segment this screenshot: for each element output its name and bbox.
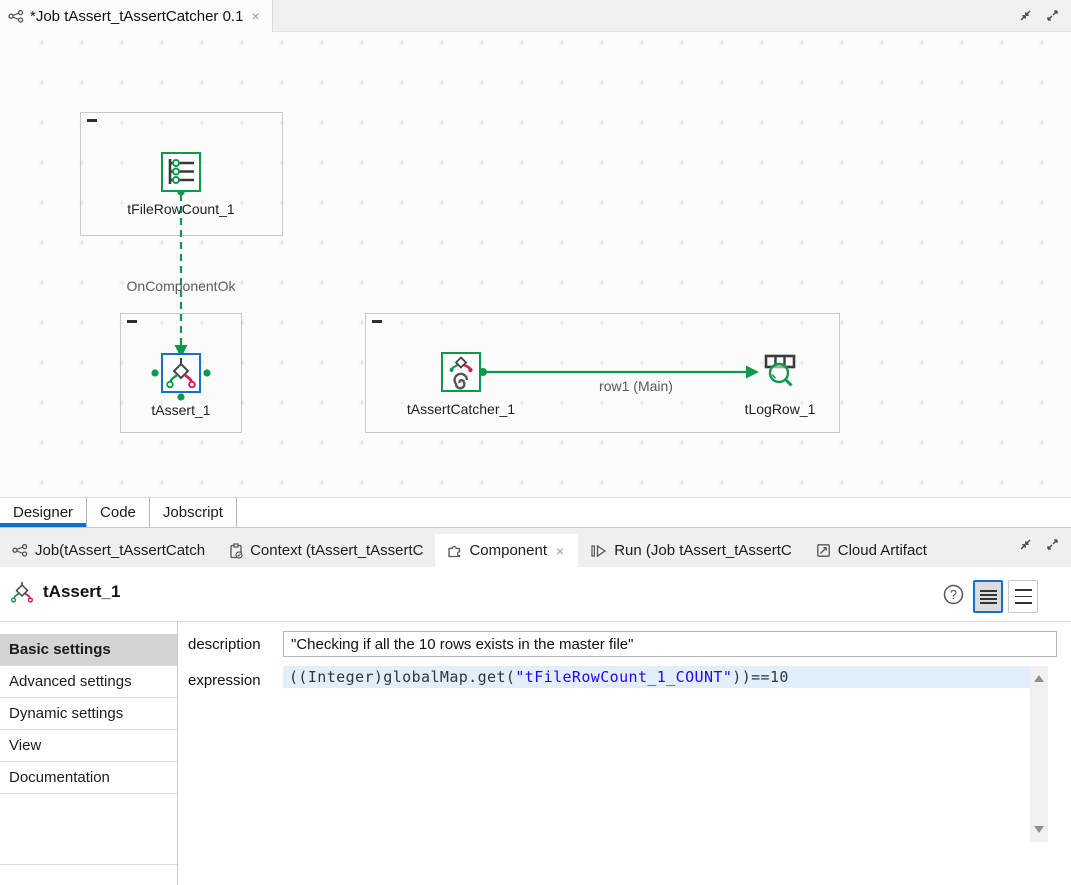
tassert-icon <box>161 353 201 393</box>
sidebar-item-advanced-settings[interactable]: Advanced settings <box>0 666 177 698</box>
scroll-down-icon[interactable] <box>1034 826 1044 833</box>
editor-tabbar: *Job tAssert_tAssertCatcher 0.1 × <box>0 0 1071 32</box>
expression-scrollbar[interactable] <box>1030 666 1048 842</box>
settings-fields: description expression ((Integer)globalM… <box>178 622 1071 885</box>
component-panel-title: tAssert_1 <box>43 582 121 601</box>
tab-close-icon[interactable]: × <box>556 542 565 559</box>
sidebar-item-documentation[interactable]: Documentation <box>0 762 177 794</box>
expression-code-line[interactable]: ((Integer)globalMap.get("tFileRowCount_1… <box>283 666 1030 688</box>
sidebar-item-view[interactable]: View <box>0 730 177 762</box>
layout-horizontal-button[interactable] <box>1008 580 1038 613</box>
component-label: tFileRowCount_1 <box>127 201 235 217</box>
tab-label: Component <box>469 542 548 559</box>
subjob-collapse-icon[interactable] <box>127 320 137 323</box>
component-icon <box>448 545 461 558</box>
job-icon <box>12 544 28 557</box>
component-tlogrow[interactable]: tLogRow_1 <box>695 352 865 417</box>
expression-label: expression <box>188 672 261 689</box>
maximize-icon[interactable] <box>1046 538 1059 551</box>
sidebar-item-dynamic-settings[interactable]: Dynamic settings <box>0 698 177 730</box>
settings-sidebar: Basic settings Advanced settings Dynamic… <box>0 622 178 885</box>
tab-code[interactable]: Code <box>87 498 150 527</box>
component-panel-header: tAssert_1 ? <box>0 567 1071 622</box>
connection-label-row1[interactable]: row1 (Main) <box>599 378 673 394</box>
editor-tab-close-icon[interactable]: × <box>251 8 260 24</box>
maximize-icon[interactable] <box>1046 9 1059 22</box>
component-label: tAssertCatcher_1 <box>406 401 516 417</box>
tab-cloud-artifact-view[interactable]: Cloud Artifact <box>804 534 939 567</box>
layout-vertical-button[interactable] <box>973 580 1003 613</box>
component-tassert[interactable]: tAssert_1 <box>96 353 266 418</box>
description-input[interactable] <box>283 631 1057 657</box>
component-label: tAssert_1 <box>151 402 211 418</box>
description-label: description <box>188 636 261 653</box>
tassertcatcher-icon <box>441 352 481 392</box>
cloud-artifact-icon <box>816 544 830 557</box>
subjob-collapse-icon[interactable] <box>87 119 97 122</box>
restore-icon[interactable] <box>1019 9 1032 22</box>
tab-component-view[interactable]: Component × <box>435 534 579 567</box>
job-icon <box>8 9 24 23</box>
sidebar-spacer <box>0 794 177 865</box>
expression-editor[interactable]: ((Integer)globalMap.get("tFileRowCount_1… <box>283 666 1030 840</box>
tab-label: Context (tAssert_tAssertC <box>250 542 424 559</box>
expression-code-string: "tFileRowCount_1_COUNT" <box>515 668 733 686</box>
component-label: tLogRow_1 <box>744 401 816 417</box>
tab-context-view[interactable]: Context (tAssert_tAssertC <box>217 534 435 567</box>
svg-text:?: ? <box>950 588 957 602</box>
tfilerowcount-icon <box>161 152 201 192</box>
tab-label: Job(tAssert_tAssertCatch <box>35 542 206 559</box>
tab-label: Run (Job tAssert_tAssertC <box>614 542 792 559</box>
tab-run-view[interactable]: Run (Job tAssert_tAssertC <box>578 534 804 567</box>
designer-tabbar: Designer Code Jobscript <box>0 497 1071 528</box>
job-design-canvas[interactable]: ++++++++++++++++++++++++++++++++++++++++… <box>0 32 1071 497</box>
expression-code-prefix: ((Integer)globalMap.get( <box>289 668 516 686</box>
subjob-collapse-icon[interactable] <box>372 320 382 323</box>
view-tabbar: Job(tAssert_tAssertCatch Context (tAsser… <box>0 528 1071 567</box>
component-settings-body: Basic settings Advanced settings Dynamic… <box>0 622 1071 885</box>
tlogrow-icon <box>760 352 800 392</box>
tab-designer[interactable]: Designer <box>0 498 88 527</box>
editor-window-controls <box>1019 9 1059 22</box>
sidebar-item-basic-settings[interactable]: Basic settings <box>0 634 177 666</box>
editor-tab-job[interactable]: *Job tAssert_tAssertCatcher 0.1 × <box>0 0 273 32</box>
run-icon <box>591 544 607 557</box>
context-icon <box>230 542 243 559</box>
tab-jobscript[interactable]: Jobscript <box>150 498 237 527</box>
view-window-controls <box>1019 538 1059 551</box>
connection-label-oncomponentok[interactable]: OnComponentOk <box>126 278 236 294</box>
expression-code-suffix: ))==10 <box>732 668 789 686</box>
component-tfilerowcount[interactable]: tFileRowCount_1 <box>96 152 266 217</box>
tassert-icon <box>10 582 34 603</box>
help-icon[interactable]: ? <box>943 584 964 605</box>
editor-tab-title: *Job tAssert_tAssertCatcher 0.1 <box>30 7 244 25</box>
tab-label: Cloud Artifact <box>837 542 927 559</box>
tab-job-view[interactable]: Job(tAssert_tAssertCatch <box>0 534 217 567</box>
component-tassertcatcher[interactable]: tAssertCatcher_1 <box>376 352 546 417</box>
scroll-up-icon[interactable] <box>1034 675 1044 682</box>
restore-icon[interactable] <box>1019 538 1032 551</box>
